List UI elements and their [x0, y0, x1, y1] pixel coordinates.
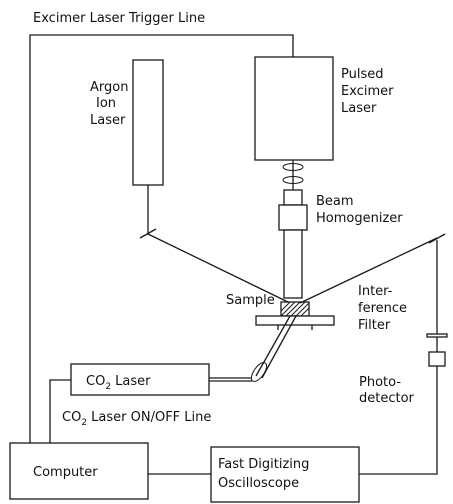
excimer-laser-box	[254, 56, 334, 161]
interference-filter	[426, 333, 448, 338]
argon-beam-to-sample	[147, 233, 291, 304]
argon-laser-label-1: Argon	[90, 80, 128, 95]
argon-laser-label-3: Laser	[90, 113, 126, 128]
homogenizer-label-2: Homogenizer	[316, 211, 403, 226]
oscilloscope-box	[210, 446, 360, 503]
lens-2	[282, 176, 304, 184]
photodetector-label-2: detector	[359, 391, 415, 406]
co2-laser-label: CO2 Laser	[86, 374, 151, 392]
lens-tube	[283, 189, 303, 206]
excimer-label-2: Excimer	[341, 84, 394, 99]
excimer-label-3: Laser	[341, 101, 377, 116]
homogenizer-label-1: Beam	[316, 194, 354, 209]
argon-ion-laser-box	[132, 59, 164, 186]
sample-stage	[255, 315, 335, 326]
trigger-line-label: Excimer Laser Trigger Line	[33, 11, 205, 26]
sample	[280, 301, 310, 317]
photodetector-signal-line	[359, 366, 438, 475]
argon-mirror	[139, 228, 157, 239]
reflected-beam	[299, 237, 438, 304]
beam-homogenizer-box	[278, 204, 308, 231]
filter-label-1: Inter-	[358, 284, 393, 299]
computer-box	[9, 442, 149, 500]
filter-label-2: ference	[358, 301, 407, 316]
oscilloscope-label-2: Oscilloscope	[218, 476, 299, 491]
sample-hatching	[280, 301, 310, 317]
lens-1	[282, 163, 304, 171]
co2-beam-to-sample-b	[261, 315, 297, 379]
co2-onoff-label: CO2 Laser ON/OFF Line	[62, 410, 211, 428]
photodetector-box	[428, 351, 446, 367]
co2-beam-to-sample-a	[255, 315, 291, 377]
oscilloscope-label-1: Fast Digitizing	[218, 457, 309, 472]
co2-onoff-line	[49, 379, 71, 443]
sample-label: Sample	[226, 293, 275, 308]
argon-laser-label-2: Ion	[96, 96, 116, 111]
right-mirror	[428, 233, 446, 244]
photodetector-label-1: Photo-	[359, 375, 401, 390]
computer-label: Computer	[33, 465, 98, 480]
homogenizer-column	[283, 229, 303, 299]
trigger-line	[29, 34, 294, 443]
filter-label-3: Filter	[358, 318, 391, 333]
excimer-label-1: Pulsed	[341, 67, 384, 82]
co2-laser-box	[70, 363, 210, 396]
